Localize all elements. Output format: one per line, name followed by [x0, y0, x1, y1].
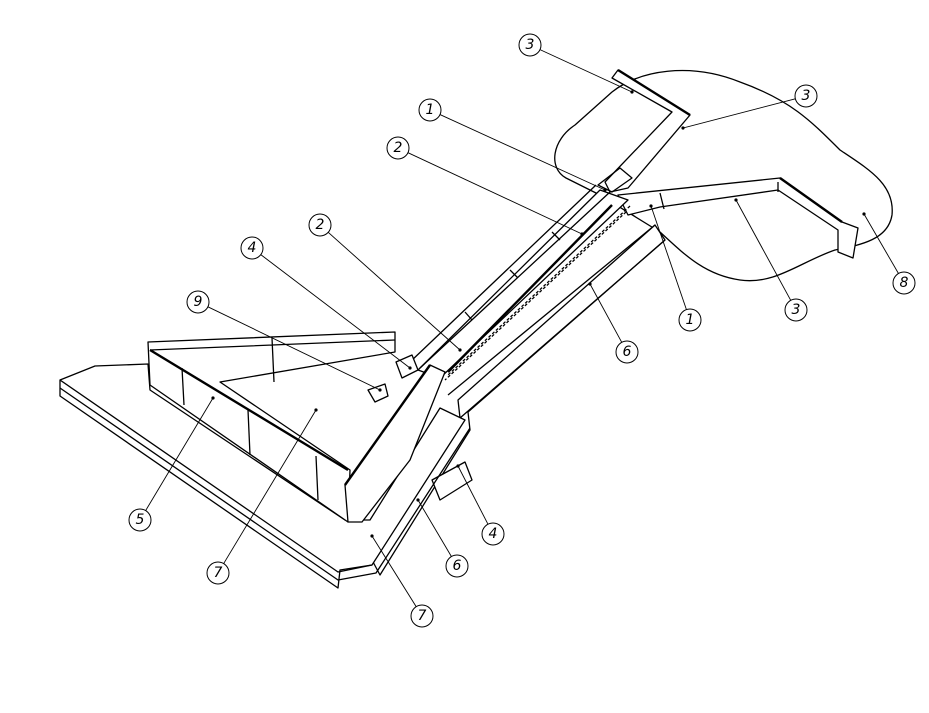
- callout-bubble: [128, 508, 152, 532]
- leader-line: [682, 98, 796, 129]
- leader-dot: [378, 388, 382, 392]
- callout-bubble: [186, 290, 210, 314]
- leader-line: [327, 231, 461, 351]
- leader-line: [207, 306, 381, 391]
- callout-number: 4: [489, 526, 498, 542]
- side-wall-5: [147, 331, 396, 523]
- callout-3: 3: [681, 84, 818, 130]
- callout-number: 1: [426, 102, 435, 118]
- callout-number: 6: [453, 558, 462, 574]
- callout-bubble: [678, 308, 702, 332]
- callout-number: 1: [686, 312, 695, 328]
- leader-dot: [734, 198, 738, 202]
- leader-dot: [211, 396, 215, 400]
- callout-6: 6: [416, 498, 469, 578]
- callout-bubble: [615, 340, 639, 364]
- leader-dot: [408, 366, 412, 370]
- callout-bubble: [784, 298, 808, 322]
- leader-dot: [314, 408, 318, 412]
- callout-3: 3: [734, 198, 808, 322]
- callout-number: 8: [900, 275, 909, 291]
- leader-line: [457, 465, 489, 525]
- callout-1: 1: [418, 98, 607, 192]
- base-slab-7: [59, 363, 466, 589]
- leader-line: [650, 205, 687, 310]
- callout-number: 3: [802, 88, 811, 104]
- callout-bubble: [445, 554, 469, 578]
- callout-7: 7: [370, 534, 434, 628]
- callout-bubble: [481, 522, 505, 546]
- callout-bubble: [206, 561, 230, 585]
- callout-number: 6: [623, 344, 632, 360]
- leader-dot: [370, 534, 374, 538]
- callout-number: 2: [316, 217, 325, 233]
- leader-line: [863, 213, 899, 274]
- callout-bubble: [308, 213, 332, 237]
- leader-line: [735, 199, 792, 301]
- leader-line: [417, 499, 452, 557]
- callout-number: 4: [248, 240, 257, 256]
- leader-line: [260, 254, 411, 369]
- leader-line: [223, 409, 317, 564]
- callout-number: 7: [214, 565, 223, 581]
- leader-dot: [458, 348, 462, 352]
- leader-dot: [862, 212, 866, 216]
- leader-line: [371, 535, 417, 607]
- leader-dot: [456, 464, 460, 468]
- callout-bubble: [794, 84, 818, 108]
- leader-line: [145, 397, 214, 511]
- callout-bubble: [892, 271, 916, 295]
- support-block-4: [431, 461, 473, 501]
- leader-dot: [649, 204, 653, 208]
- callout-number: 7: [418, 608, 427, 624]
- callout-5: 5: [128, 396, 215, 532]
- leader-line: [539, 49, 633, 93]
- callout-4: 4: [456, 464, 505, 546]
- leader-line: [407, 152, 583, 235]
- callout-9: 9: [186, 290, 382, 392]
- leader-dot: [603, 188, 607, 192]
- block-9: [367, 383, 389, 403]
- callout-number: 5: [136, 512, 145, 528]
- callout-2: 2: [386, 136, 584, 236]
- callout-number: 2: [394, 140, 403, 156]
- callout-number: 9: [194, 294, 203, 310]
- callout-bubble: [240, 236, 264, 260]
- leader-line: [589, 283, 623, 343]
- callout-bubble: [410, 604, 434, 628]
- leader-dot: [630, 90, 634, 94]
- callout-7: 7: [206, 408, 318, 585]
- leader-dot: [681, 126, 685, 130]
- callout-number: 3: [792, 302, 801, 318]
- callout-3: 3: [518, 33, 634, 94]
- leader-dot: [580, 232, 584, 236]
- callout-8: 8: [862, 212, 916, 295]
- block-4: [395, 354, 419, 379]
- callout-bubble: [518, 33, 542, 57]
- callout-bubble: [386, 136, 410, 160]
- leader-line: [439, 114, 606, 191]
- callout-1: 1: [649, 204, 702, 332]
- leader-dot: [588, 282, 592, 286]
- callout-bubble: [418, 98, 442, 122]
- callout-4: 4: [240, 236, 412, 370]
- callout-2: 2: [308, 213, 462, 352]
- leader-dot: [416, 498, 420, 502]
- callout-6: 6: [588, 282, 639, 364]
- callout-number: 3: [526, 37, 535, 53]
